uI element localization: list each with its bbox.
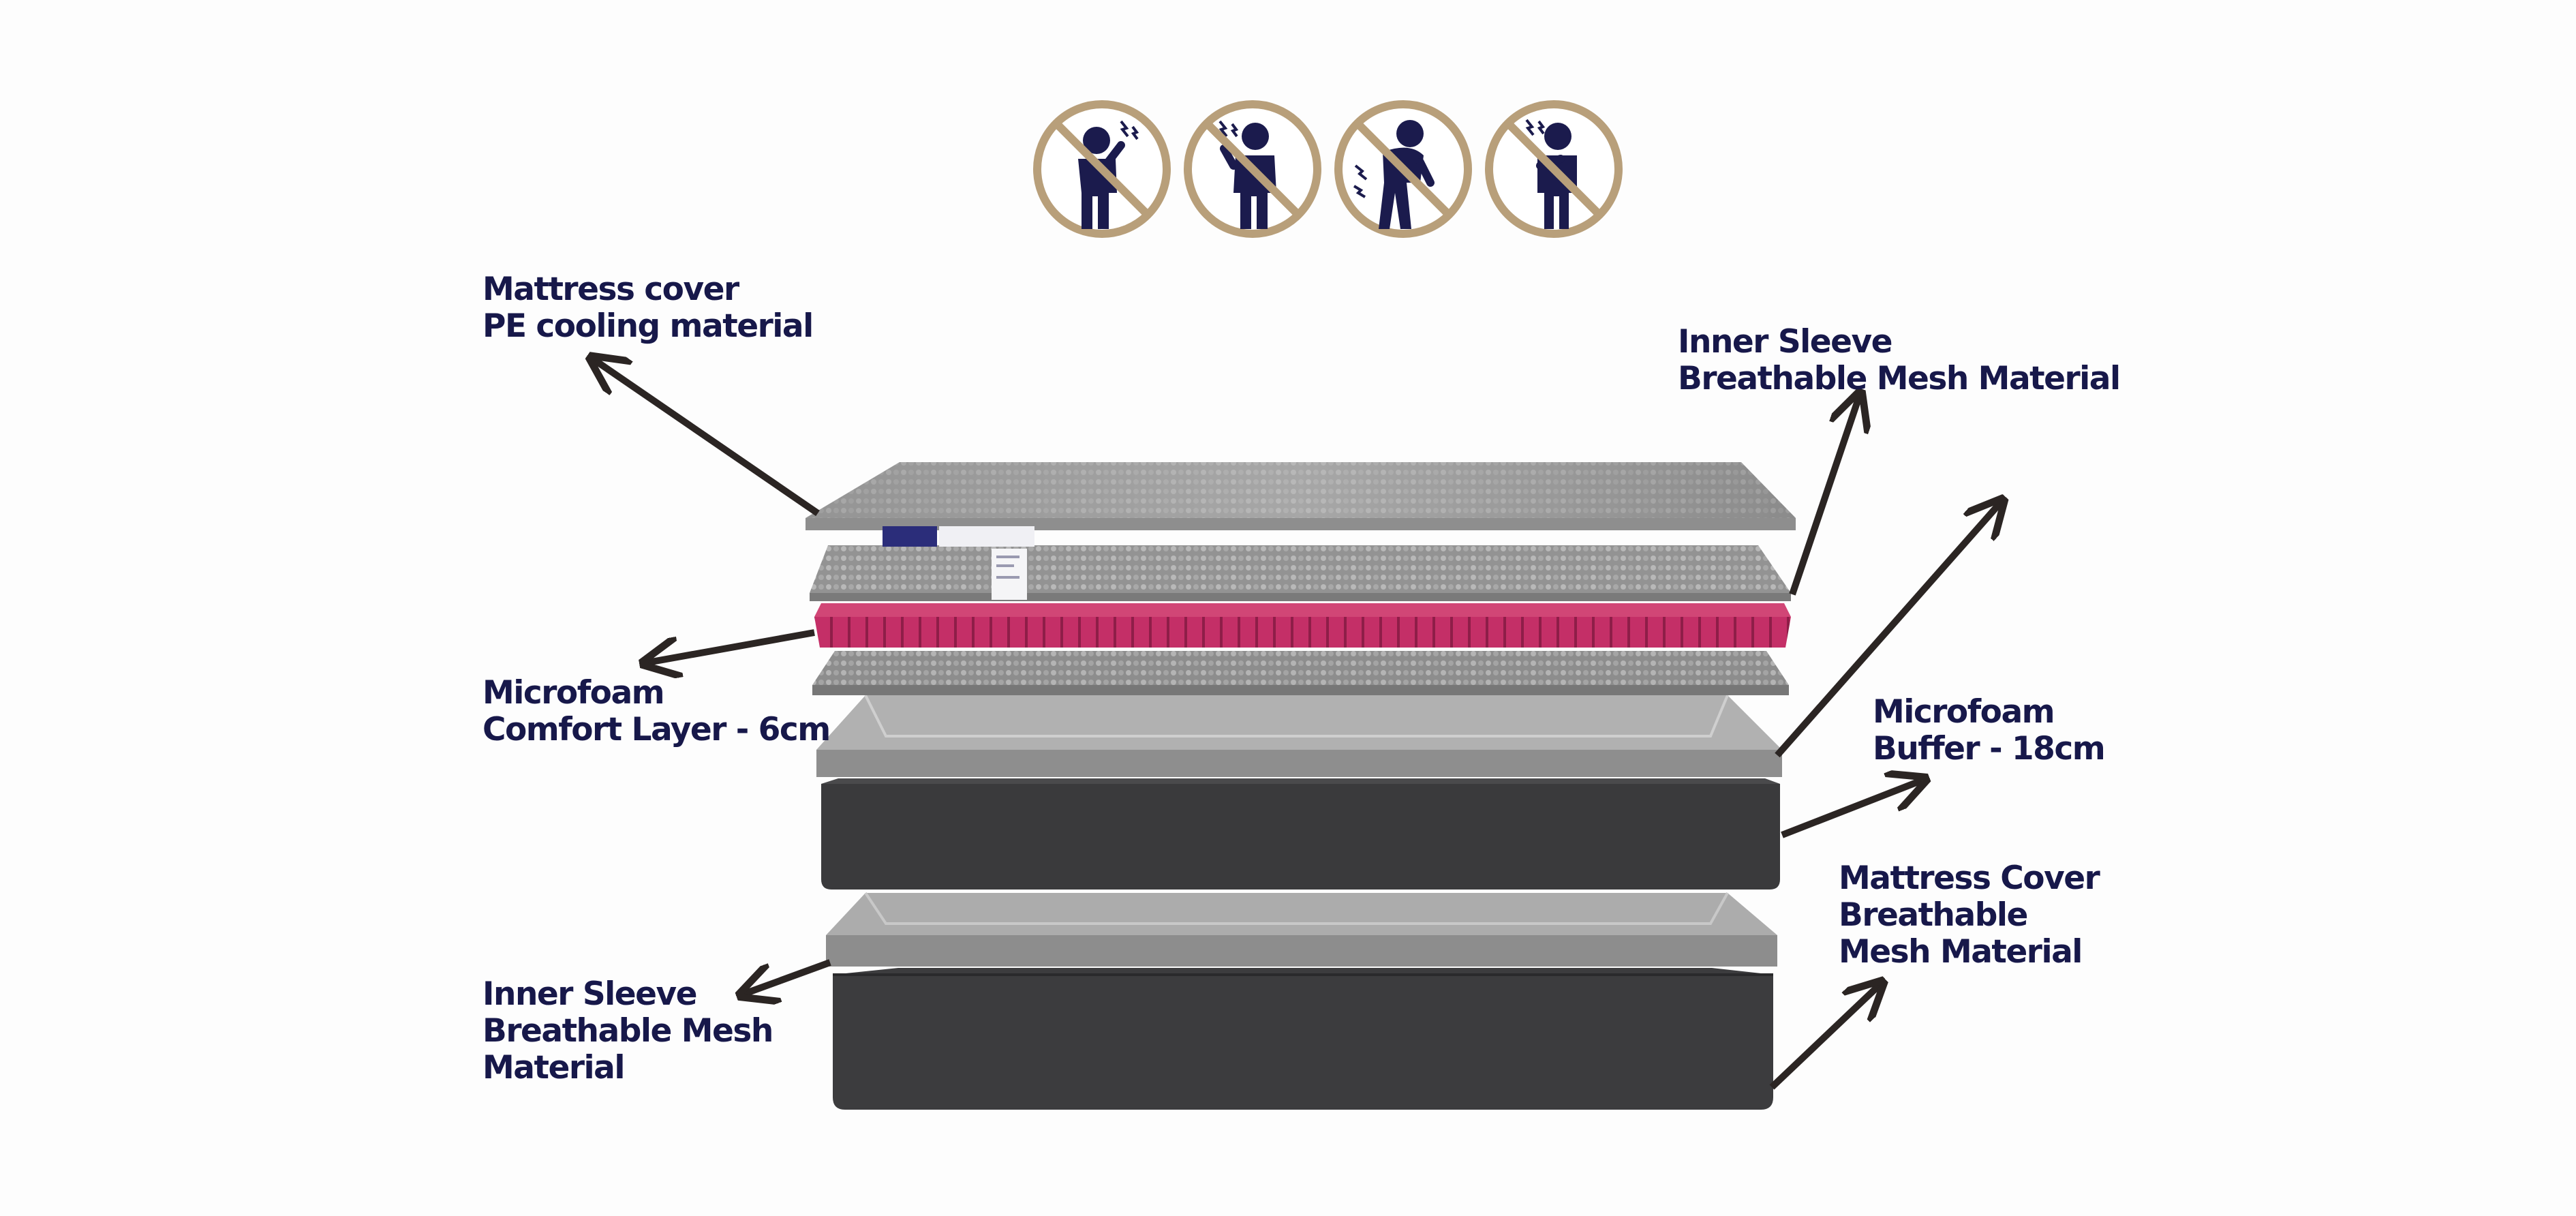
label-inner-sleeve-bottom: Inner Sleeve Breathable Mesh Material — [482, 976, 773, 1086]
label-line: Comfort Layer - 6cm — [482, 711, 831, 748]
no-back-pain-icon — [1334, 100, 1472, 238]
label-microfoam-comfort: Microfoam Comfort Layer - 6cm — [482, 674, 831, 748]
arrow-microfoam-comfort — [647, 629, 815, 663]
label-line: PE cooling material — [482, 307, 814, 345]
arrow-mattress-cover-top — [594, 360, 820, 517]
upper-inner-sleeve-layer — [816, 695, 1782, 777]
label-line: Mattress Cover — [1839, 860, 2100, 897]
arrow-upper-sleeve-right — [1775, 503, 2000, 758]
label-line: Breathable — [1839, 896, 2028, 934]
label-line: Material — [482, 1049, 625, 1086]
label-line: Breathable Mesh Material — [1678, 360, 2121, 397]
no-chest-pain-icon — [1485, 100, 1623, 238]
top-cooling-cover-layer — [806, 462, 1796, 530]
arrow-microfoam-buffer — [1781, 780, 1922, 838]
label-microfoam-buffer: Microfoam Buffer - 18cm — [1873, 693, 2106, 767]
arrow-inner-sleeve-top — [1789, 397, 1859, 596]
label-line: Mattress cover — [482, 271, 739, 308]
label-line: Microfoam — [1873, 693, 2055, 731]
microfoam-comfort-layer — [814, 603, 1791, 648]
no-neck-pain-icon — [1033, 100, 1171, 238]
label-line: Buffer - 18cm — [1873, 730, 2106, 767]
label-line: Inner Sleeve — [482, 975, 698, 1013]
label-line: Inner Sleeve — [1678, 323, 1893, 361]
upper-mesh-sleeve-layer — [810, 545, 1791, 601]
perforated-support-layer — [812, 651, 1789, 695]
label-mattress-cover-bottom: Mattress Cover Breathable Mesh Material — [1839, 860, 2100, 971]
label-inner-sleeve-top: Inner Sleeve Breathable Mesh Material — [1678, 323, 2121, 397]
no-shoulder-pain-icon — [1184, 100, 1321, 238]
label-line: Mesh Material — [1839, 933, 2083, 971]
bottom-mattress-cover-layer — [833, 968, 1773, 1110]
label-line: Microfoam — [482, 674, 665, 712]
product-tag — [883, 526, 1034, 600]
label-line: Breathable Mesh — [482, 1012, 773, 1050]
label-mattress-cover-top: Mattress cover PE cooling material — [482, 271, 814, 345]
arrow-mattress-cover-bottom — [1769, 985, 1880, 1090]
bottom-inner-sleeve-layer — [826, 892, 1777, 967]
arrow-inner-sleeve-bottom — [744, 959, 831, 994]
microfoam-buffer-layer — [821, 778, 1780, 890]
